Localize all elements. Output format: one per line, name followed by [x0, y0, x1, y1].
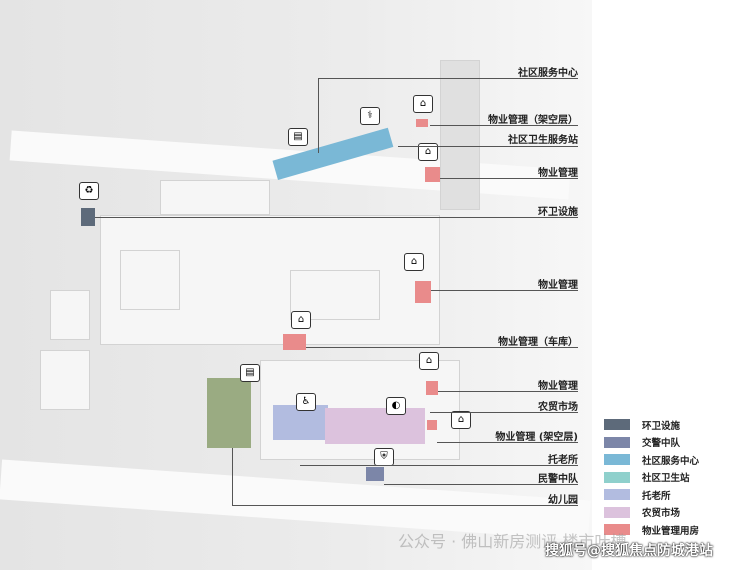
leader-line: [95, 217, 578, 218]
leader-line: [430, 125, 578, 126]
label-property: 物业管理: [538, 381, 578, 392]
leader-line: [318, 78, 319, 153]
police-zone: [366, 467, 384, 481]
legend-item: 托老所: [604, 486, 699, 504]
sohu-watermark: 搜狐号@搜狐焦点防城港站: [545, 543, 713, 559]
legend-item: 环卫设施: [604, 416, 699, 434]
leader-line: [430, 412, 578, 413]
elderly-icon: ♿: [296, 393, 316, 411]
property-garage-zone: [283, 334, 306, 350]
site-plan-map: ♻ ▤ ⚕ ⌂ ⌂ ⌂ ⌂ ⌂ ⌂ ▤ ♿ ◐ ⛨: [0, 0, 592, 570]
label-community-service-center: 社区服务中心: [518, 68, 578, 79]
legend-swatch: [604, 471, 630, 483]
legend-label: 托老所: [642, 490, 671, 502]
leader-line: [306, 347, 578, 348]
label-property: 物业管理: [538, 168, 578, 179]
building: [50, 290, 90, 340]
board-icon: ▤: [240, 364, 260, 382]
leader-line: [438, 391, 578, 392]
leader-line: [384, 484, 578, 485]
market-icon: ◐: [386, 397, 406, 415]
house-icon: ⌂: [291, 311, 311, 329]
leader-line: [318, 78, 578, 79]
legend-label: 社区卫生站: [642, 473, 690, 485]
label-market: 农贸市场: [538, 402, 578, 413]
label-kindergarten: 幼儿园: [548, 495, 578, 506]
legend-label: 社区服务中心: [642, 455, 700, 467]
police-icon: ⛨: [374, 448, 394, 466]
property-zone: [425, 167, 440, 182]
stethoscope-icon: ⚕: [360, 107, 380, 125]
legend-label: 物业管理用房: [642, 525, 700, 537]
house-icon: ⌂: [419, 352, 439, 370]
legend-item: 社区卫生站: [604, 469, 699, 487]
leader-line: [398, 146, 578, 147]
property-zone: [427, 420, 437, 430]
legend-swatch: [604, 506, 630, 518]
property-zone: [416, 119, 428, 127]
legend-label: 农贸市场: [642, 508, 681, 520]
sanitation-zone: [81, 208, 95, 226]
label-elderly-care: 托老所: [548, 455, 578, 466]
leader-line: [232, 505, 578, 506]
board-icon: ▤: [288, 128, 308, 146]
leader-line: [300, 465, 578, 466]
landscape: [440, 60, 480, 210]
house-icon: ⌂: [413, 95, 433, 113]
label-property: 物业管理: [538, 280, 578, 291]
label-property-stilt: 物业管理 (架空层): [495, 432, 578, 443]
kindergarten-zone: [207, 378, 251, 448]
legend-item: 物业管理用房: [604, 521, 699, 539]
legend-item: 社区服务中心: [604, 451, 699, 469]
house-icon: ⌂: [418, 143, 438, 161]
building: [120, 250, 180, 310]
label-property-garage: 物业管理（车库）: [498, 337, 578, 348]
label-property-stilt: 物业管理（架空层）: [488, 115, 578, 126]
legend-item: 农贸市场: [604, 504, 699, 522]
legend-swatch: [604, 436, 630, 448]
property-zone: [426, 381, 438, 395]
property-zone: [415, 281, 431, 303]
leader-line: [440, 178, 578, 179]
leader-line: [437, 442, 578, 443]
house-icon: ⌂: [404, 253, 424, 271]
legend-item: 交警中队: [604, 434, 699, 452]
legend-swatch: [604, 454, 630, 466]
building: [40, 350, 90, 410]
recycle-icon: ♻: [79, 182, 99, 200]
house-icon: ⌂: [451, 411, 471, 429]
wechat-watermark: 公众号 · 佛山新房测评 楼市叶槽: [398, 532, 627, 551]
legend-swatch: [604, 419, 630, 431]
label-police: 民警中队: [538, 474, 578, 485]
building: [160, 180, 270, 215]
legend: 环卫设施 交警中队 社区服务中心 社区卫生站 托老所 农贸市场 物业管理用房: [604, 416, 699, 539]
legend-label: 环卫设施: [642, 420, 681, 432]
leader-line: [431, 290, 578, 291]
label-sanitation: 环卫设施: [538, 207, 578, 218]
label-health-station: 社区卫生服务站: [508, 135, 578, 146]
legend-swatch: [604, 524, 630, 536]
market-zone: [325, 408, 425, 444]
legend-swatch: [604, 489, 630, 501]
legend-label: 交警中队: [642, 438, 681, 450]
leader-line: [232, 448, 233, 505]
